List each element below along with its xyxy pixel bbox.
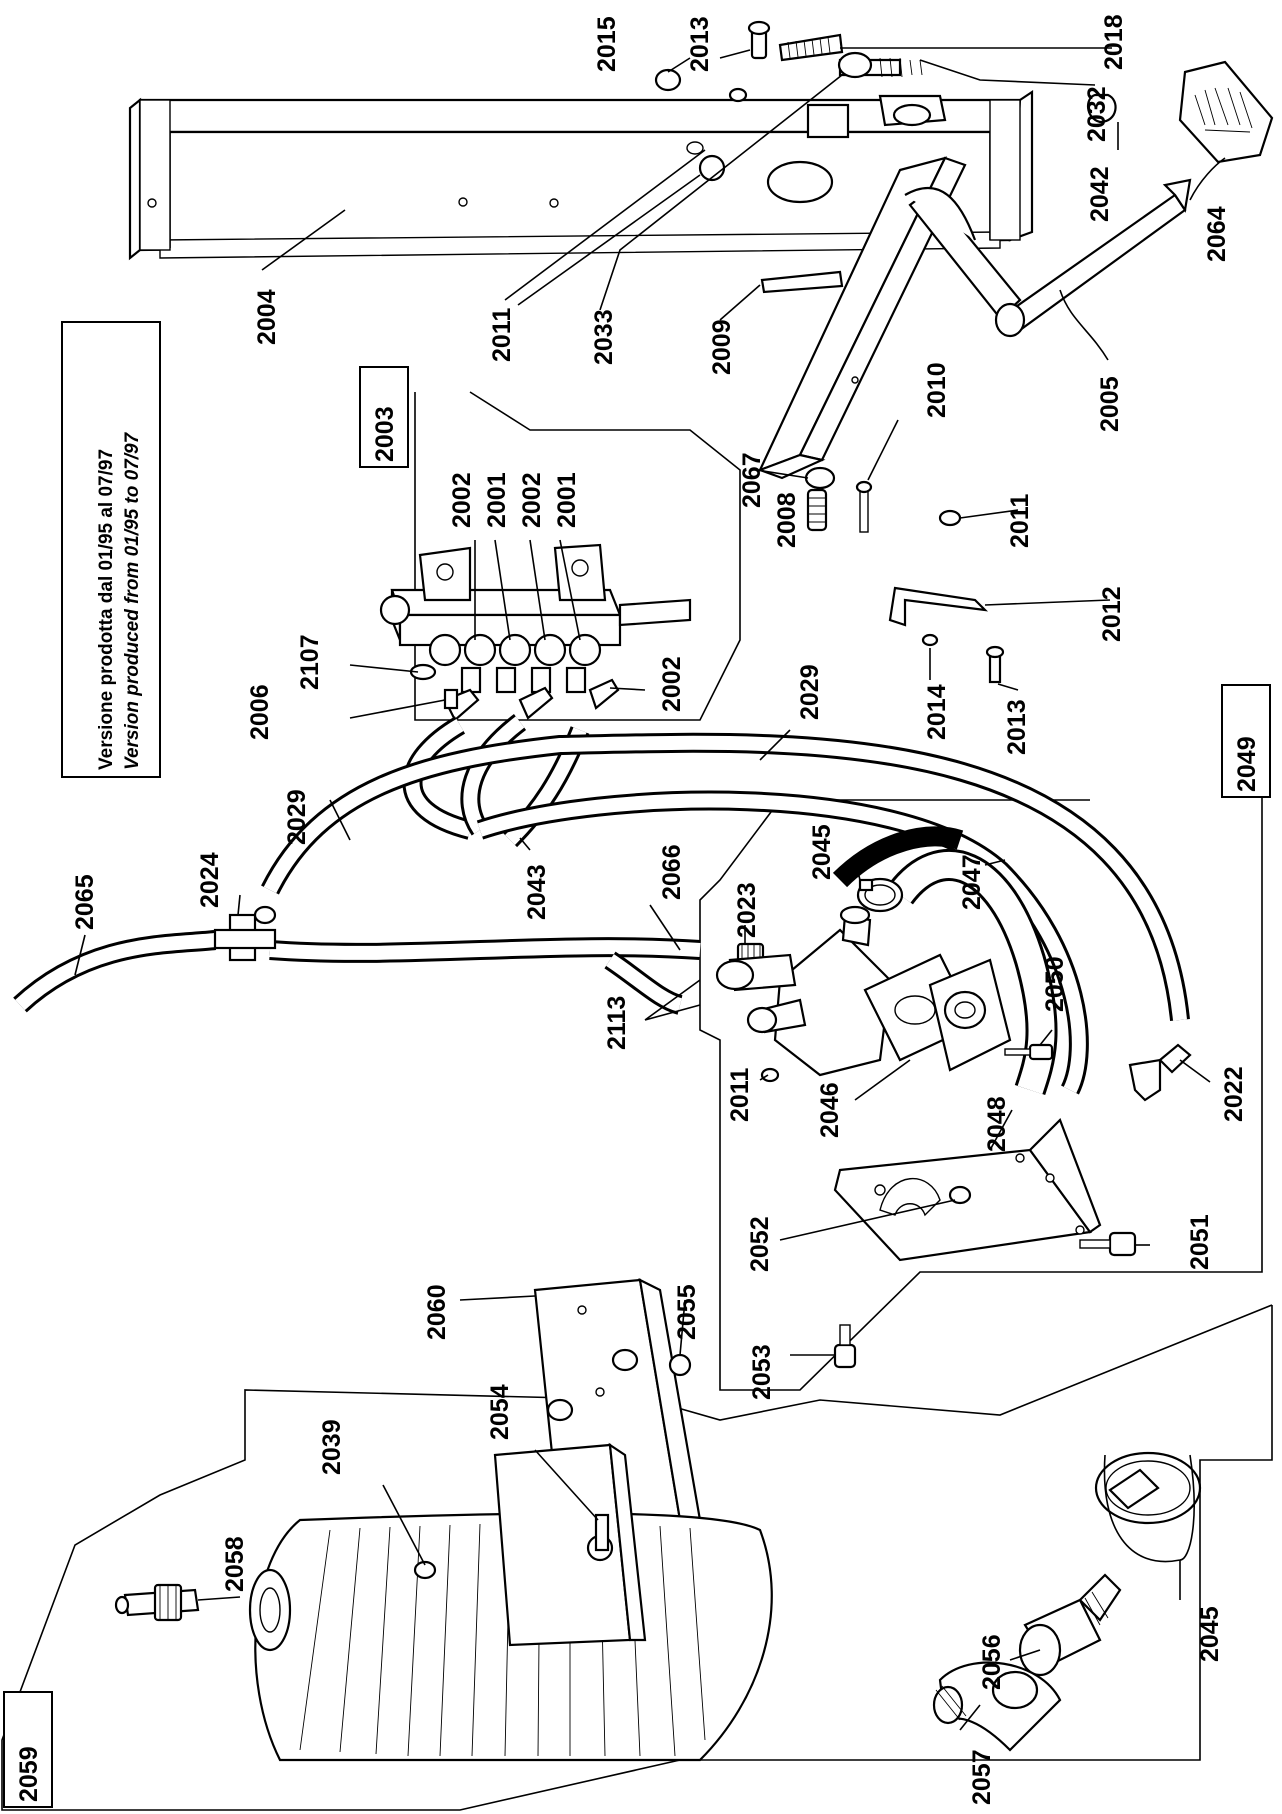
label-2052: 2052 bbox=[746, 1216, 774, 1272]
label-2011-low: 2011 bbox=[726, 1068, 754, 1122]
version-note-frame bbox=[61, 321, 161, 778]
box-2049-label: 2049 bbox=[1233, 736, 1261, 792]
fitting-2056 bbox=[1018, 1573, 1122, 1677]
version-note-english: Version produced from 01/95 to 07/97 bbox=[122, 431, 143, 770]
box-2003-frame bbox=[359, 366, 409, 468]
hose-fittings bbox=[443, 678, 620, 722]
screw-2051 bbox=[1079, 1231, 1137, 1257]
valve-2058 bbox=[114, 1583, 200, 1622]
label-2013-mid: 2013 bbox=[1003, 699, 1031, 755]
label-2055: 2055 bbox=[673, 1284, 701, 1340]
label-2048: 2048 bbox=[983, 1096, 1011, 1152]
label-2014: 2014 bbox=[923, 684, 951, 740]
label-2008: 2008 bbox=[773, 492, 801, 548]
label-2042: 2042 bbox=[1086, 166, 1114, 222]
tee-2024 bbox=[213, 905, 277, 962]
label-2043: 2043 bbox=[523, 864, 551, 920]
label-2002-c: 2002 bbox=[658, 656, 686, 712]
label-2005: 2005 bbox=[1096, 376, 1124, 432]
version-note: Versione prodotta dal 01/95 al 07/97 Ver… bbox=[96, 431, 143, 770]
label-2060: 2060 bbox=[423, 1284, 451, 1340]
air-tank-2039 bbox=[248, 1442, 773, 1762]
label-2056: 2056 bbox=[978, 1634, 1006, 1690]
frame-2004 bbox=[128, 89, 1034, 261]
elbow-2022 bbox=[1128, 1043, 1192, 1102]
label-2018: 2018 bbox=[1100, 14, 1128, 70]
label-2022: 2022 bbox=[1220, 1066, 1248, 1122]
label-2015: 2015 bbox=[593, 16, 621, 72]
arm-hardware bbox=[804, 466, 962, 533]
label-2029-left: 2029 bbox=[283, 789, 311, 845]
label-2002-a: 2002 bbox=[448, 472, 476, 528]
label-2053: 2053 bbox=[748, 1344, 776, 1400]
label-2067: 2067 bbox=[738, 452, 766, 508]
leader-lines bbox=[74, 47, 1226, 1731]
label-2012: 2012 bbox=[1098, 586, 1126, 642]
group-2049-outline bbox=[699, 690, 1263, 1391]
bracket-2048 bbox=[833, 1118, 1102, 1262]
label-2107: 2107 bbox=[296, 634, 324, 690]
label-2051: 2051 bbox=[1186, 1214, 1214, 1270]
top-hardware bbox=[654, 20, 1117, 294]
label-2011-mid: 2011 bbox=[1006, 494, 1034, 548]
box-2049-frame bbox=[1221, 684, 1271, 798]
label-2054: 2054 bbox=[486, 1384, 514, 1440]
label-2113: 2113 bbox=[603, 996, 631, 1050]
label-2004: 2004 bbox=[253, 289, 281, 345]
elbow-2057 bbox=[932, 1661, 1062, 1752]
label-2013-top: 2013 bbox=[686, 16, 714, 72]
label-2050: 2050 bbox=[1041, 956, 1069, 1012]
version-note-italian: Versione prodotta dal 01/95 al 07/97 bbox=[96, 449, 117, 770]
group-2059-outline bbox=[1, 1304, 1273, 1811]
label-2039: 2039 bbox=[318, 1419, 346, 1475]
arm-2005 bbox=[756, 156, 1192, 480]
label-2002-b: 2002 bbox=[518, 472, 546, 528]
label-2006: 2006 bbox=[246, 684, 274, 740]
label-2057: 2057 bbox=[968, 1749, 996, 1805]
bracket-2012 bbox=[888, 586, 1005, 684]
label-2001-b: 2001 bbox=[553, 472, 581, 528]
screw-2053 bbox=[833, 1324, 857, 1369]
label-2032: 2032 bbox=[1083, 86, 1111, 142]
group-2003-outline bbox=[414, 391, 741, 721]
label-2064: 2064 bbox=[1203, 206, 1231, 262]
label-2009: 2009 bbox=[708, 319, 736, 375]
label-2023: 2023 bbox=[733, 882, 761, 938]
box-2059-label: 2059 bbox=[15, 1746, 43, 1802]
label-2047: 2047 bbox=[958, 854, 986, 910]
label-2046: 2046 bbox=[816, 1082, 844, 1138]
nut-2055 bbox=[668, 1353, 692, 1377]
label-2010: 2010 bbox=[923, 362, 951, 418]
label-2024: 2024 bbox=[196, 852, 224, 908]
label-2045-small: 2045 bbox=[808, 824, 836, 880]
label-2065: 2065 bbox=[71, 874, 99, 930]
distributor-block bbox=[379, 543, 692, 694]
label-2011-top: 2011 bbox=[488, 308, 516, 362]
clamp-2045-small bbox=[856, 877, 904, 913]
box-2059-frame bbox=[3, 1691, 53, 1808]
label-2033: 2033 bbox=[590, 309, 618, 365]
label-2045-large: 2045 bbox=[1196, 1606, 1224, 1662]
pedal-2064 bbox=[1178, 60, 1274, 164]
pump-assembly bbox=[715, 905, 1012, 1083]
box-2003-label: 2003 bbox=[371, 406, 399, 462]
label-2058: 2058 bbox=[221, 1536, 249, 1592]
label-2001-a: 2001 bbox=[483, 472, 511, 528]
part-labels: 2015 2013 2018 2032 2042 2064 2004 2011 … bbox=[71, 14, 1248, 1805]
label-2066: 2066 bbox=[658, 844, 686, 900]
screw-2050 bbox=[1004, 1043, 1054, 1061]
label-2029-right: 2029 bbox=[796, 664, 824, 720]
hoses bbox=[13, 714, 1190, 1096]
clamp-2045-large bbox=[1094, 1451, 1202, 1563]
